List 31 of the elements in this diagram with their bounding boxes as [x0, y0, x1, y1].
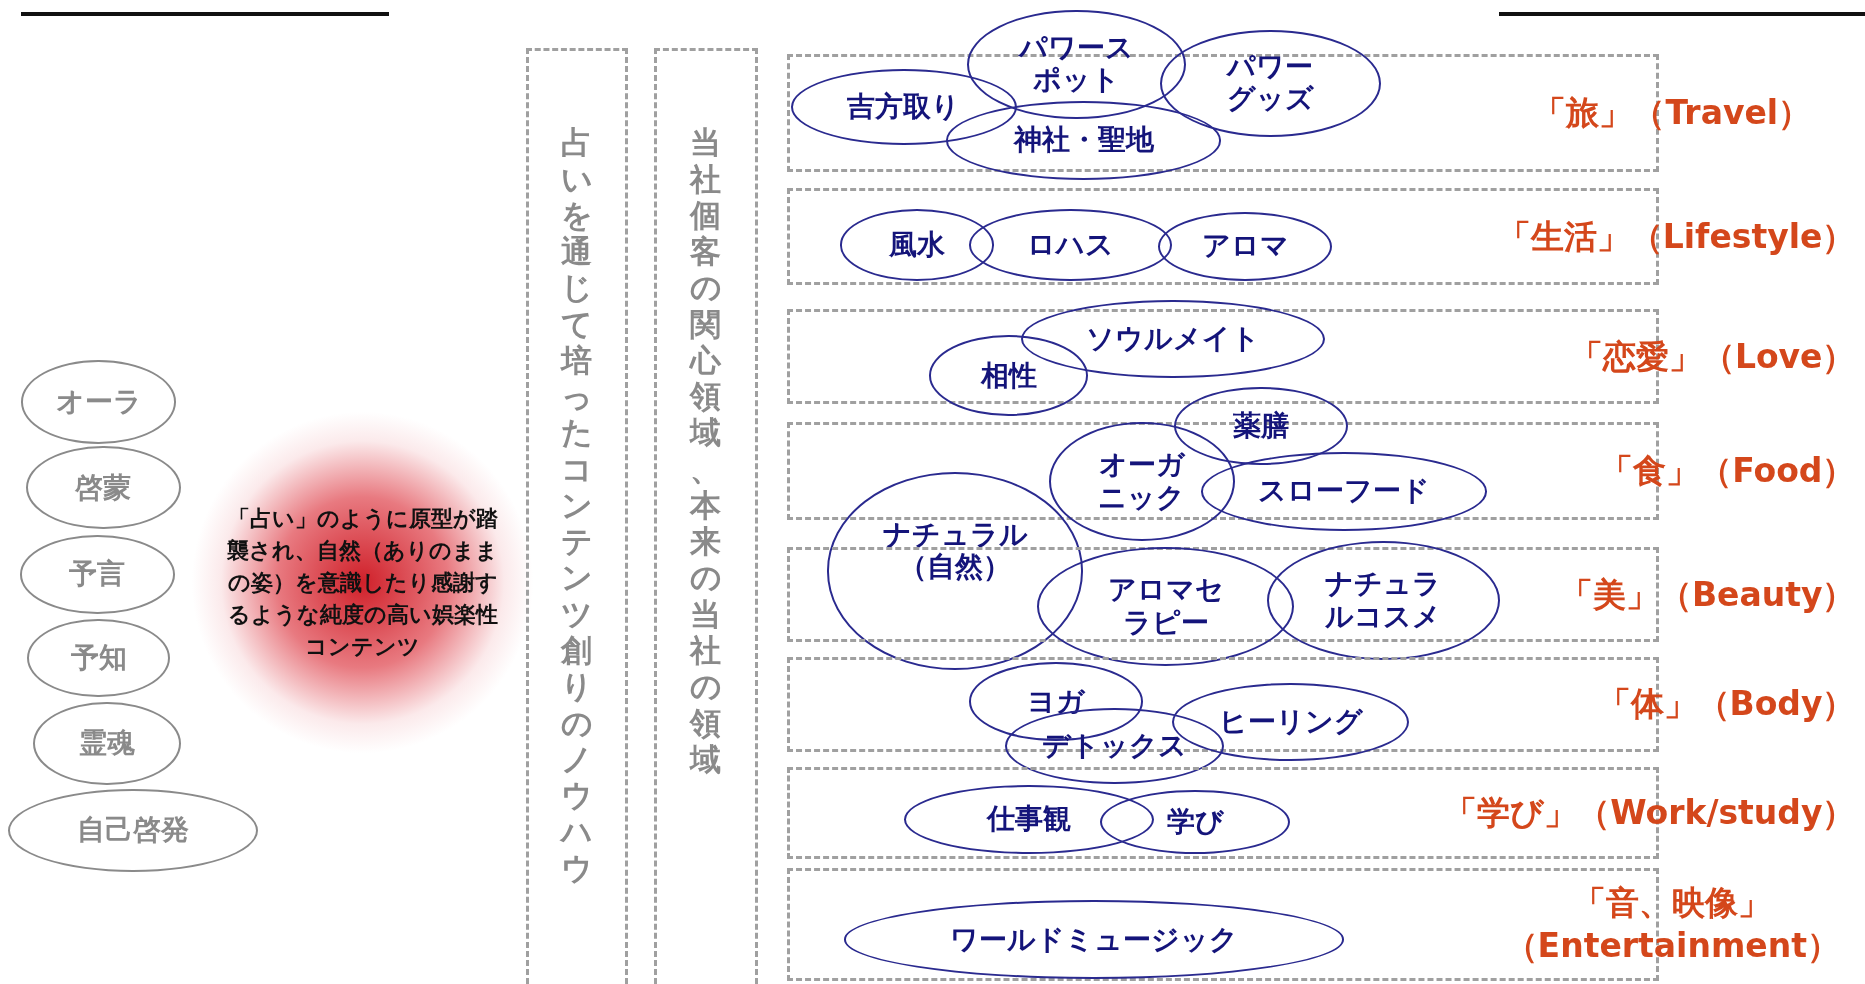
topic-ellipse: 仕事観 — [904, 785, 1154, 854]
topic-ellipse: 学び — [1100, 789, 1291, 854]
topic-ellipse: パワーグッズ — [1159, 29, 1381, 137]
topic-ellipse: 予言 — [20, 535, 175, 614]
category-label: 「学び」（Work/study） — [1444, 791, 1856, 834]
category-label: 「恋愛」（Love） — [1569, 335, 1856, 378]
topic-ellipse: ナチュラル（自然） — [826, 472, 1084, 670]
topic-ellipse: ナチュラルコスメ — [1266, 541, 1500, 661]
vertical-heading-box — [654, 47, 758, 984]
topic-ellipse: オーラ — [21, 360, 176, 444]
category-label: 「音、映像」（Entertainment） — [1503, 881, 1841, 967]
vertical-heading-box — [525, 47, 628, 984]
topic-ellipse: ロハス — [969, 209, 1172, 281]
category-label: 「体」（Body） — [1597, 682, 1856, 725]
category-label: 「生活」（Lifestyle） — [1497, 215, 1856, 258]
topic-ellipse: 予知 — [27, 618, 171, 697]
topic-ellipse: 相性 — [928, 335, 1089, 417]
vertical-heading: 当社個客の関心領域、本来の当社の領域 — [688, 124, 723, 778]
topic-ellipse: ワールドミュージック — [844, 900, 1345, 979]
topic-ellipse: 啓蒙 — [26, 446, 181, 530]
topic-ellipse: アロマセラピー — [1037, 547, 1295, 666]
topic-ellipse: 霊魂 — [33, 701, 181, 786]
category-label: 「旅」（Travel） — [1532, 91, 1813, 134]
topic-ellipse: パワースポット — [967, 9, 1186, 119]
topic-ellipse: 自己啓発 — [8, 788, 259, 872]
category-label: 「美」（Beauty） — [1559, 573, 1856, 616]
topic-ellipse: 風水 — [839, 209, 995, 281]
vertical-heading: 占いを通じて培ったコンテンツ創りのノウハウ — [559, 124, 594, 886]
category-label: 「食」（Food） — [1600, 449, 1856, 492]
topic-ellipse: スローフード — [1201, 452, 1487, 531]
topic-ellipse: アロマ — [1158, 211, 1333, 281]
